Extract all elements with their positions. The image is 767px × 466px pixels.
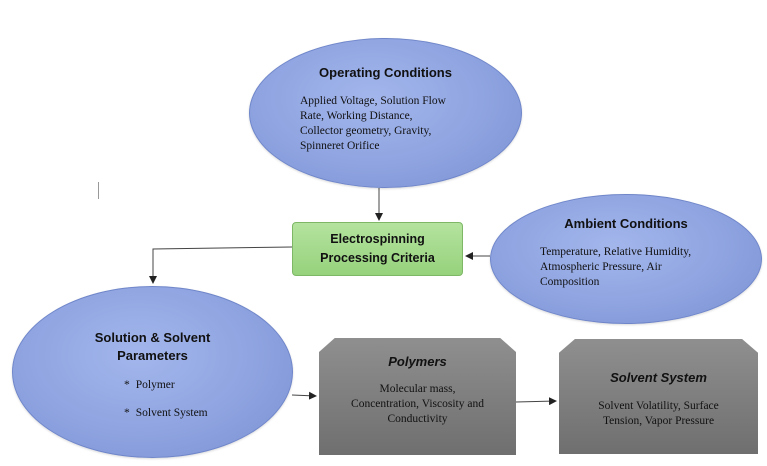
polymers-line-2: Concentration, Viscosity and [351,398,484,410]
solvent-line-2: Tension, Vapor Pressure [602,415,715,427]
polymers-text: Molecular mass, Concentration, Viscosity… [319,382,516,427]
solvent-system-title: Solvent System [610,370,707,385]
ambient-line-3: Composition [540,276,600,288]
operating-line-2: Rate, Working Distance, [300,110,413,122]
operating-conditions-node [249,38,522,188]
bullet-label: Solvent System [135,407,208,419]
operating-line-3: Collector geometry, Gravity, [300,125,432,137]
ambient-line-1: Temperature, Relative Humidity, [540,246,692,258]
bullet-star-icon: * [124,379,130,391]
electrospinning-criteria-box: Electrospinning Processing Criteria [292,222,463,276]
solution-parameters-title: Solution & Solvent Parameters [12,329,293,365]
solution-bullet-polymer: * Polymer [124,379,175,391]
center-line-1: Electrospinning [330,232,425,246]
solvent-line-1: Solvent Volatility, Surface [598,400,719,412]
polymers-line-1: Molecular mass, [379,383,456,395]
ambient-conditions-text: Temperature, Relative Humidity, Atmosphe… [540,245,745,290]
bullet-label: Polymer [135,379,175,391]
ambient-conditions-title: Ambient Conditions [564,216,688,231]
arrow-center-to-solution [149,246,293,284]
operating-line-4: Spinneret Orifice [300,140,380,152]
solvent-system-node [559,339,758,454]
polymers-title: Polymers [388,354,447,369]
operating-conditions-title: Operating Conditions [319,65,452,80]
polymers-line-3: Conductivity [387,413,448,425]
solution-bullet-solvent: * Solvent System [124,407,208,419]
stray-mark [98,182,99,199]
solvent-system-text: Solvent Volatility, Surface Tension, Vap… [559,399,758,429]
operating-conditions-text: Applied Voltage, Solution Flow Rate, Wor… [300,94,500,154]
center-line-2: Processing Criteria [320,251,435,265]
solution-title-line-2: Parameters [117,348,188,363]
solution-parameters-node [12,286,293,458]
ambient-conditions-node [490,194,762,324]
arrow-solution-to-polymers [291,391,317,400]
solution-title-line-1: Solution & Solvent [94,330,211,345]
ambient-line-2: Atmospheric Pressure, Air [540,261,662,273]
polymers-node [319,338,516,455]
arrow-polymers-to-solvent [515,397,557,406]
operating-line-1: Applied Voltage, Solution Flow [300,95,446,107]
bullet-star-icon: * [124,407,130,419]
